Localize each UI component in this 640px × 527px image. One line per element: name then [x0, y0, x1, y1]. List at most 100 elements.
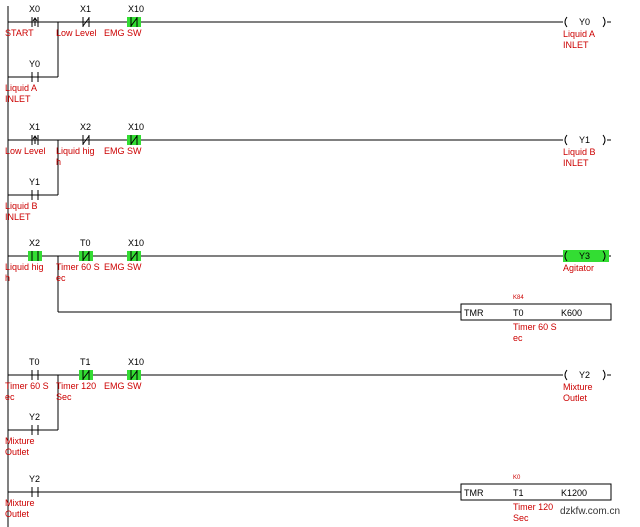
- coil-comment: Agitator: [563, 263, 594, 273]
- contact-comment: Timer 60 S: [56, 262, 100, 272]
- contact-comment: h: [5, 273, 10, 283]
- coil-comment: Outlet: [563, 393, 588, 403]
- coil-right-paren-icon: [602, 369, 606, 381]
- contact-comment: Liquid B: [5, 201, 38, 211]
- contact-address: Y1: [29, 177, 40, 187]
- timer-box: [460, 303, 612, 321]
- nc-slash-icon: [82, 135, 90, 145]
- contact-comment: ec: [5, 392, 15, 402]
- contact-comment: Sec: [56, 392, 72, 402]
- contact-address: X1: [80, 4, 91, 14]
- coil-left-paren-icon: [564, 16, 568, 28]
- coil-right-paren-icon: [602, 250, 606, 262]
- timer-comment: Timer 60 S: [513, 322, 557, 332]
- coil-address: Y3: [579, 251, 590, 261]
- timer-current-value: K84: [513, 295, 524, 301]
- timer-comment: Sec: [513, 513, 529, 523]
- coil-comment: INLET: [563, 158, 589, 168]
- energized-highlight: [563, 250, 609, 262]
- nc-slash-icon: [130, 135, 138, 145]
- contact-comment: EMG SW: [104, 381, 142, 391]
- rising-edge-arrow-head-icon: [32, 17, 38, 22]
- contact-address: T0: [29, 357, 40, 367]
- contact-comment: ec: [56, 273, 66, 283]
- coil-left-paren-icon: [564, 369, 568, 381]
- contact-comment: EMG SW: [104, 262, 142, 272]
- contact-address: X10: [128, 238, 144, 248]
- contact-comment: Low Level: [56, 28, 97, 38]
- contact-address: T0: [80, 238, 91, 248]
- contact-comment: EMG SW: [104, 146, 142, 156]
- contact-comment: Mixture: [5, 436, 35, 446]
- coil-comment: INLET: [563, 40, 589, 50]
- contact-address: Y2: [29, 474, 40, 484]
- coil-address: Y1: [579, 135, 590, 145]
- coil-comment: Liquid B: [563, 147, 596, 157]
- timer-device: T1: [513, 488, 524, 498]
- contact-comment: Liquid A: [5, 83, 37, 93]
- contact-comment: Timer 60 S: [5, 381, 49, 391]
- nc-slash-icon: [130, 251, 138, 261]
- contact-comment: Liquid hig: [56, 146, 95, 156]
- contact-comment: INLET: [5, 212, 31, 222]
- contact-address: X10: [128, 122, 144, 132]
- contact-comment: EMG SW: [104, 28, 142, 38]
- contact-comment: START: [5, 28, 34, 38]
- coil-right-paren-icon: [602, 134, 606, 146]
- nc-slash-icon: [130, 17, 138, 27]
- rung-2: [8, 255, 611, 313]
- timer-preset: K1200: [561, 488, 587, 498]
- nc-slash-icon: [82, 370, 90, 380]
- contact-comment: Outlet: [5, 509, 30, 519]
- contact-address: X1: [29, 122, 40, 132]
- rung-0: [8, 21, 611, 78]
- coil-comment: Liquid A: [563, 29, 595, 39]
- watermark-text: dzkfw.com.cn: [560, 506, 620, 517]
- contact-address: Y2: [29, 412, 40, 422]
- rung-1: [8, 139, 611, 196]
- nc-slash-icon: [82, 17, 90, 27]
- contact-address: X0: [29, 4, 40, 14]
- contact-comment: Liquid hig: [5, 262, 44, 272]
- contact-address: X2: [29, 238, 40, 248]
- nc-slash-icon: [82, 251, 90, 261]
- contact-address: X10: [128, 357, 144, 367]
- coil-address: Y2: [579, 370, 590, 380]
- contact-comment: Outlet: [5, 447, 30, 457]
- contact-address: X10: [128, 4, 144, 14]
- rung-3: [8, 374, 611, 431]
- coil-left-paren-icon: [564, 134, 568, 146]
- coil-right-paren-icon: [602, 16, 606, 28]
- contact-address: X2: [80, 122, 91, 132]
- coil-left-paren-icon: [564, 250, 568, 262]
- contact-comment: Low Level: [5, 146, 46, 156]
- timer-preset: K600: [561, 308, 582, 318]
- contact-address: T1: [80, 357, 91, 367]
- coil-comment: Mixture: [563, 382, 593, 392]
- timer-comment: ec: [513, 333, 523, 343]
- contact-comment: Mixture: [5, 498, 35, 508]
- timer-instruction: TMR: [464, 488, 484, 498]
- contact-address: Y0: [29, 59, 40, 69]
